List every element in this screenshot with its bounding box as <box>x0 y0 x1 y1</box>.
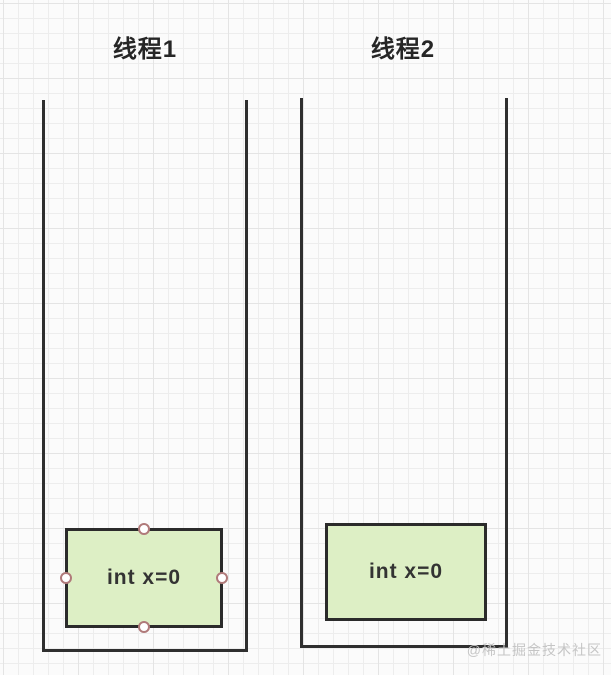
resize-handle-left-icon[interactable] <box>60 572 72 584</box>
lane-thread1[interactable] <box>42 100 248 652</box>
node-label-thread2: int x=0 <box>368 560 444 583</box>
lane-title-thread2: 线程2 <box>370 36 436 63</box>
node-int-x-thread2[interactable]: int x=0 <box>325 523 487 621</box>
resize-handle-right-icon[interactable] <box>216 572 228 584</box>
resize-handle-top-icon[interactable] <box>138 523 150 535</box>
node-int-x-thread1[interactable]: int x=0 <box>60 523 228 633</box>
lane-title-thread1: 线程1 <box>112 36 178 63</box>
resize-handle-bottom-icon[interactable] <box>138 621 150 633</box>
watermark: @稀土掘金技术社区 <box>466 642 602 658</box>
node-label-thread1: int x=0 <box>106 566 182 589</box>
lane-thread2[interactable] <box>300 98 508 648</box>
